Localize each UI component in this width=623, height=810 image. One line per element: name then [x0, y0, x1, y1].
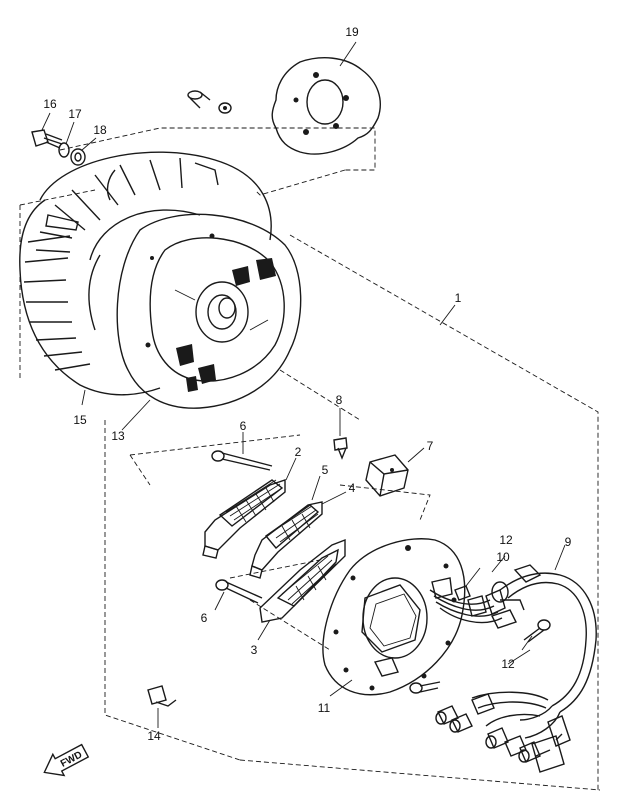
callout-9: 9 [565, 535, 572, 549]
callout-17: 17 [68, 107, 82, 121]
fwd-arrow-icon: FWD [43, 743, 90, 777]
stator-plate [322, 538, 466, 696]
coil-3 [257, 538, 346, 641]
callout-14: 14 [147, 729, 161, 743]
callout-3: 3 [251, 643, 258, 657]
screw-8 [333, 408, 348, 460]
screw-6-upper [211, 432, 273, 471]
screw-11 [329, 679, 441, 697]
leader-lines [81, 41, 566, 665]
coil-4-5 [249, 475, 347, 579]
cover-plate-19 [271, 57, 381, 155]
bullet-connectors [435, 693, 571, 773]
callout-12-lower: 12 [501, 657, 515, 671]
switch-block-7 [365, 447, 425, 497]
callout-15: 15 [73, 413, 87, 427]
wire-harness [429, 564, 597, 773]
screw-12-upper [454, 567, 481, 601]
callout-8: 8 [336, 393, 343, 407]
callout-6-upper: 6 [240, 419, 247, 433]
bolt-14 [147, 685, 177, 728]
callout-18: 18 [93, 123, 107, 137]
screw-6-lower [214, 579, 263, 611]
screw-12-lower [521, 619, 551, 651]
callout-11: 11 [318, 701, 331, 715]
callout-16: 16 [43, 97, 57, 111]
rotor-13 [116, 213, 302, 409]
callout-labels: 19 16 17 18 1 15 13 8 6 7 2 5 4 12 9 10 … [43, 25, 571, 743]
nut-18 [70, 137, 97, 166]
callout-4: 4 [349, 481, 356, 495]
callout-7: 7 [427, 439, 434, 453]
flywheel-fan-15 [19, 151, 272, 396]
coil-2 [202, 457, 297, 559]
washer-17 [58, 121, 75, 158]
callout-13: 13 [111, 429, 125, 443]
bolt-16 [31, 112, 63, 149]
callout-2: 2 [295, 445, 302, 459]
callout-6-lower: 6 [201, 611, 208, 625]
callout-1: 1 [455, 291, 462, 305]
plate-screws [187, 90, 232, 114]
callout-10: 10 [496, 550, 510, 564]
assembly-outline [19, 127, 601, 791]
fwd-label: FWD [59, 749, 84, 769]
callout-5: 5 [322, 463, 329, 477]
callout-19: 19 [345, 25, 359, 39]
callout-12-upper: 12 [499, 533, 513, 547]
